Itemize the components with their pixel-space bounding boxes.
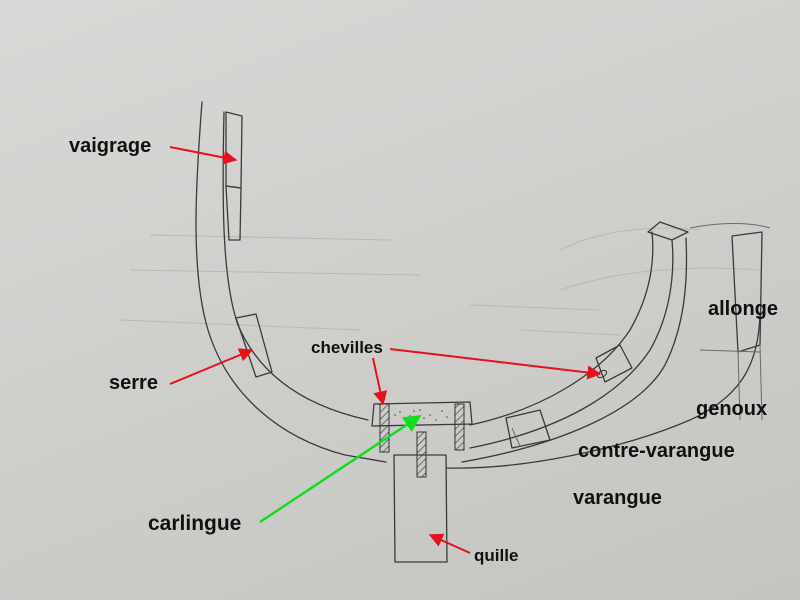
allonge-timber [731,231,763,353]
arrow-carlingue [259,414,422,524]
outer-hull-line-right [445,314,761,469]
arrow-chevilles-right [389,348,602,380]
carlingue-block [371,401,473,427]
faint-background-marks [119,227,761,336]
label-allonge: allonge [708,298,779,320]
label-quille: quille [474,546,519,565]
frame-top-cap [647,221,689,241]
quille-block [393,454,448,563]
arrow-quille [428,533,471,554]
arrow-chevilles-left [372,357,388,406]
cheville-left [379,403,390,453]
label-genoux: genoux [696,398,768,420]
inner-frame-line-right-a [469,231,654,426]
vaigrage-plank [225,111,243,189]
carlingue-stipple [394,409,448,421]
cheville-right [454,403,465,451]
arrow-vaigrage [169,146,238,165]
inner-frame-line-left [222,111,369,421]
label-chevilles: chevilles [311,338,383,357]
label-varangue: varangue [573,487,662,509]
contre-varangue-piece [505,409,551,449]
red-arrows [169,146,602,554]
outer-hull-line [195,101,387,463]
label-contre-varangue: contre-varangue [578,440,735,462]
inner-frame-line-right-c [461,237,688,463]
label-carlingue: carlingue [148,512,242,535]
inner-frame-line-right-b [469,239,674,449]
label-serre: serre [109,372,158,394]
label-vaigrage: vaigrage [69,135,152,157]
genou-piece [595,344,633,383]
arrow-serre [169,348,254,385]
